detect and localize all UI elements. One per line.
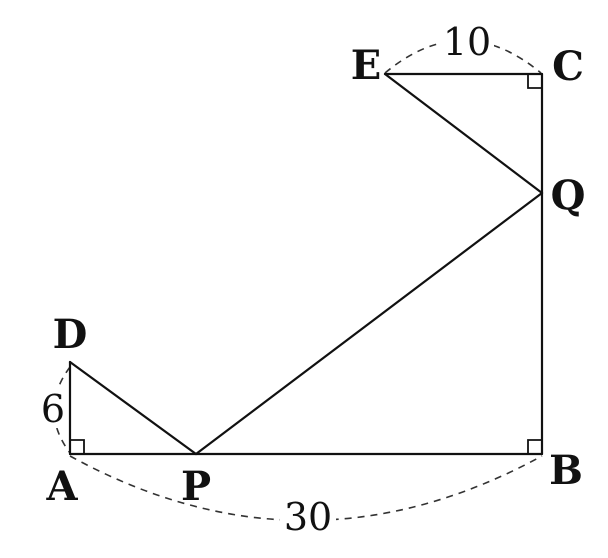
point-label-d: D xyxy=(53,311,88,358)
label-bg-ec xyxy=(440,18,494,60)
dimension-arc-ad xyxy=(53,366,71,454)
length-label-ab: 30 xyxy=(284,495,332,539)
right-angle-mark-b xyxy=(527,439,542,454)
segment-dp xyxy=(68,360,198,456)
segment-eq xyxy=(383,72,544,195)
point-label-e: E xyxy=(351,42,382,89)
point-label-p: P xyxy=(181,463,211,510)
label-bg-ad xyxy=(38,386,68,428)
right-angle-mark-a xyxy=(70,439,85,454)
dimension-arc-ab xyxy=(69,455,543,522)
length-label-ec: 10 xyxy=(443,20,491,64)
segment-pq xyxy=(194,191,544,456)
length-label-ad: 6 xyxy=(41,387,65,431)
dimension-arc-ec xyxy=(384,39,542,74)
point-label-c: C xyxy=(552,43,584,90)
point-label-b: B xyxy=(549,447,583,494)
label-bg-ab xyxy=(280,492,336,536)
point-label-q: Q xyxy=(551,172,586,219)
right-angle-mark-c xyxy=(527,74,542,89)
point-label-a: A xyxy=(45,463,78,510)
